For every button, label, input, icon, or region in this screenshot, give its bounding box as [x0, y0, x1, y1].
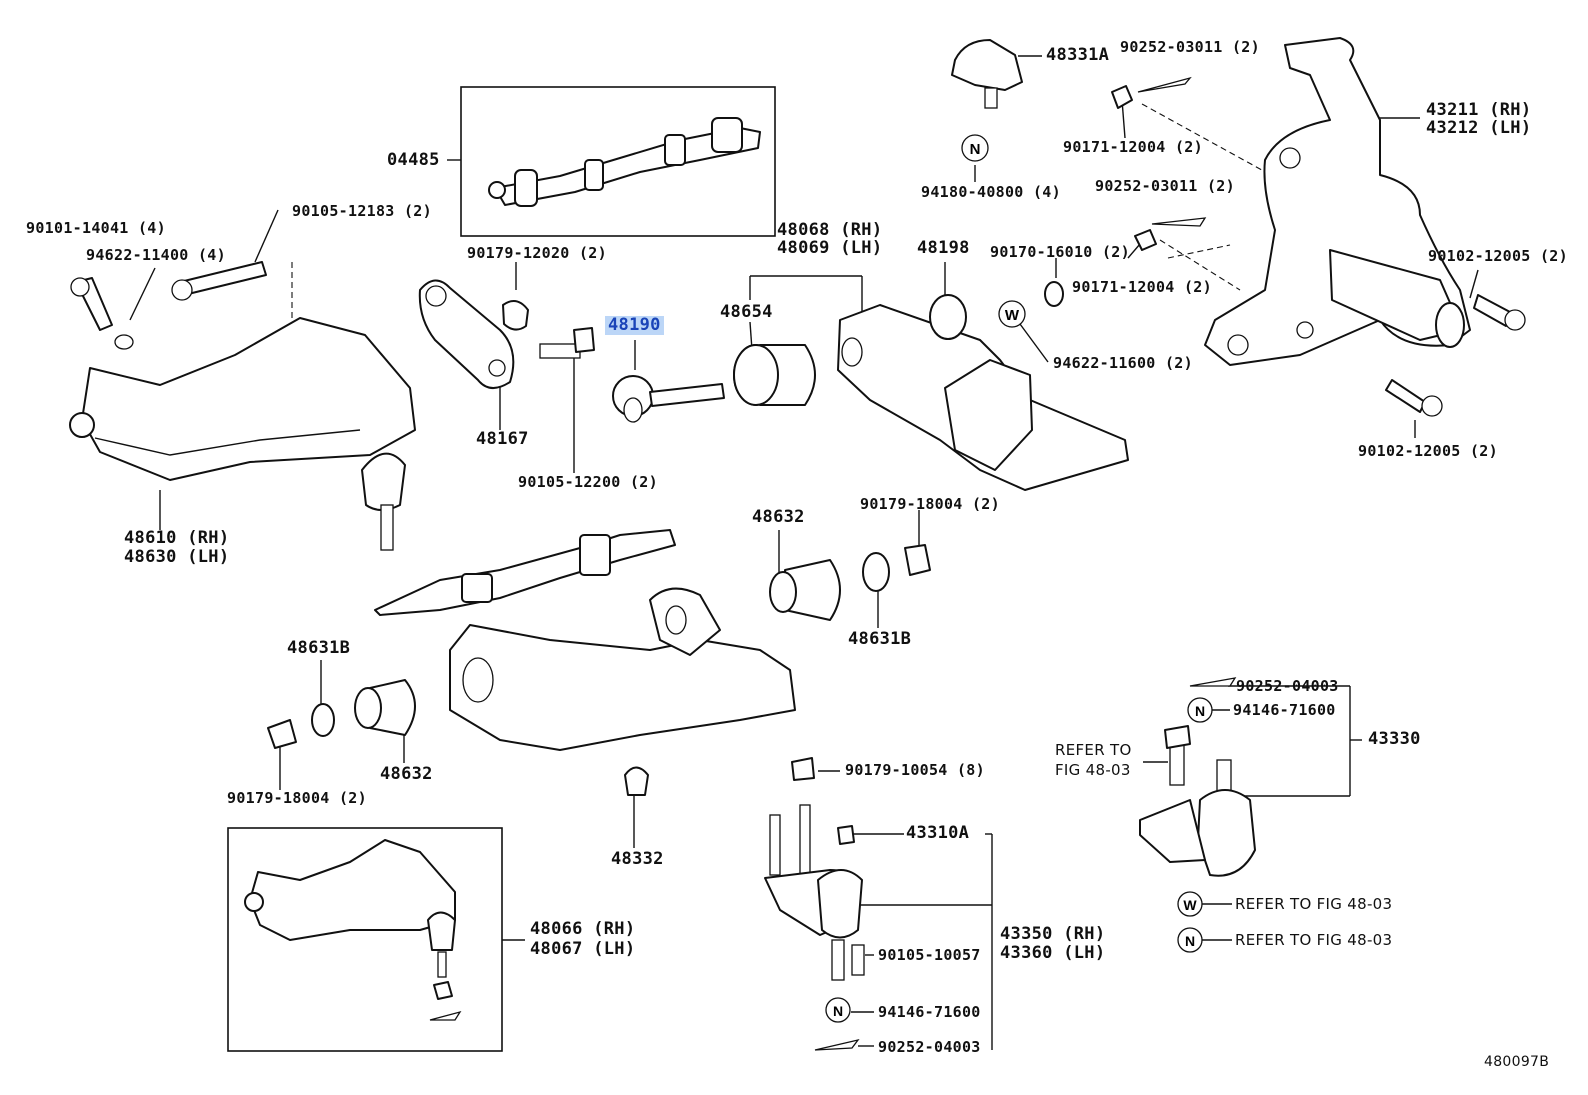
part-label-90102-12005-b[interactable]: 90102-12005 (2) — [1358, 442, 1498, 460]
part-label-48067[interactable]: 48067 (LH) — [530, 939, 636, 959]
bushings-lower — [267, 544, 931, 796]
part-label-90102-12005-a[interactable]: 90102-12005 (2) — [1428, 247, 1568, 265]
symbol-n-94146a: N — [1187, 697, 1213, 723]
lower-ball-joint-43330 — [1139, 677, 1256, 877]
symbol-n-legend: N — [1177, 927, 1203, 953]
upper-ball-joint-43350 — [764, 757, 865, 1051]
bump-stopper-48331a — [951, 39, 1207, 307]
part-label-94146-71600-a[interactable]: 94146-71600 — [1233, 701, 1336, 719]
svg-text:N: N — [1195, 703, 1205, 719]
part-label-90179-12020[interactable]: 90179-12020 (2) — [467, 244, 607, 262]
part-label-43330[interactable]: 43330 — [1368, 729, 1421, 749]
part-label-48630[interactable]: 48630 (LH) — [124, 547, 230, 567]
part-label-90179-18004-a[interactable]: 90179-18004 (2) — [860, 495, 1000, 513]
part-label-90252-04003-a[interactable]: 90252-04003 — [1236, 677, 1339, 695]
part-label-90252-04003-b[interactable]: 90252-04003 — [878, 1038, 981, 1056]
cam-bolt-48190 — [612, 375, 725, 423]
part-label-48331a[interactable]: 48331A — [1046, 45, 1110, 65]
part-label-48190-selected[interactable]: 48190 — [605, 316, 664, 335]
leader-lines — [129, 55, 1479, 1050]
stabilizer-link-assembly — [488, 117, 761, 207]
refer-note-line1: REFER TO — [1055, 741, 1132, 759]
part-label-48198[interactable]: 48198 — [917, 238, 970, 258]
part-label-94622-11400[interactable]: 94622-11400 (4) — [86, 246, 226, 264]
frame-bracket — [837, 294, 1129, 491]
part-label-90105-12183[interactable]: 90105-12183 (2) — [292, 202, 432, 220]
part-label-48068[interactable]: 48068 (RH) — [777, 220, 883, 240]
part-label-90105-10057[interactable]: 90105-10057 — [878, 946, 981, 964]
svg-text:N: N — [833, 1003, 843, 1019]
part-label-90252-03011-a[interactable]: 90252-03011 (2) — [1120, 38, 1260, 56]
refer-note-line2: FIG 48-03 — [1055, 761, 1131, 779]
part-label-48610[interactable]: 48610 (RH) — [124, 528, 230, 548]
part-label-48632-a[interactable]: 48632 — [752, 507, 805, 527]
svg-text:W: W — [1005, 307, 1020, 324]
camber-plate-48167 — [418, 279, 595, 389]
part-label-48631b-b[interactable]: 48631B — [287, 638, 351, 658]
part-label-43212[interactable]: 43212 (LH) — [1426, 118, 1532, 138]
lower-arm — [374, 529, 796, 751]
part-label-48631b-a[interactable]: 48631B — [848, 629, 912, 649]
svg-text:W: W — [1183, 897, 1197, 913]
part-label-90252-03011-b[interactable]: 90252-03011 (2) — [1095, 177, 1235, 195]
part-label-90171-12004-a[interactable]: 90171-12004 (2) — [1063, 138, 1203, 156]
part-label-94180-40800[interactable]: 94180-40800 (4) — [921, 183, 1061, 201]
upper-arm-rh — [69, 261, 416, 551]
part-label-90179-10054[interactable]: 90179-10054 (8) — [845, 761, 985, 779]
part-label-90101-14041[interactable]: 90101-14041 (4) — [26, 219, 166, 237]
part-label-48069[interactable]: 48069 (LH) — [777, 238, 883, 258]
part-label-94622-11600[interactable]: 94622-11600 (2) — [1053, 354, 1193, 372]
part-label-94146-71600-b[interactable]: 94146-71600 — [878, 1003, 981, 1021]
symbol-w-94622: W — [998, 300, 1026, 328]
part-label-90105-12200[interactable]: 90105-12200 (2) — [518, 473, 658, 491]
part-label-48632-b[interactable]: 48632 — [380, 764, 433, 784]
part-label-43350[interactable]: 43350 (RH) — [1000, 924, 1106, 944]
part-label-48066[interactable]: 48066 (RH) — [530, 919, 636, 939]
svg-text:N: N — [970, 141, 981, 158]
bushing-48654 — [733, 344, 816, 406]
legend-n-refer: REFER TO FIG 48-03 — [1235, 931, 1393, 949]
symbol-w-legend: W — [1177, 891, 1203, 917]
symbol-n-94146b: N — [825, 997, 851, 1023]
part-label-04485[interactable]: 04485 — [387, 150, 440, 170]
figure-number: 480097B — [1484, 1054, 1550, 1070]
part-label-90170-16010[interactable]: 90170-16010 (2) — [990, 243, 1130, 261]
symbol-n-94180: N — [961, 134, 989, 162]
part-label-48654[interactable]: 48654 — [720, 302, 773, 322]
knuckle-43211 — [1204, 37, 1526, 417]
part-label-43211[interactable]: 43211 (RH) — [1426, 100, 1532, 120]
upper-arm-assembly-48066 — [244, 839, 462, 1021]
part-label-90171-12004-b[interactable]: 90171-12004 (2) — [1072, 278, 1212, 296]
part-label-90179-18004-b[interactable]: 90179-18004 (2) — [227, 789, 367, 807]
part-label-43310a[interactable]: 43310A — [906, 823, 970, 843]
svg-text:N: N — [1185, 933, 1195, 949]
legend-w-refer: REFER TO FIG 48-03 — [1235, 895, 1393, 913]
part-label-43360[interactable]: 43360 (LH) — [1000, 943, 1106, 963]
part-label-48167[interactable]: 48167 — [476, 429, 529, 449]
part-label-48332[interactable]: 48332 — [611, 849, 664, 869]
assembly-frame-04485 — [460, 86, 776, 237]
